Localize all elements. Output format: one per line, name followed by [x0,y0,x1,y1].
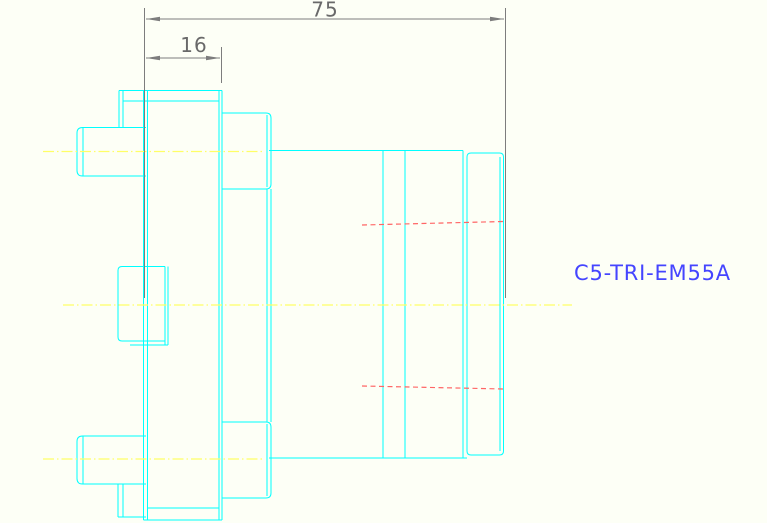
centerlines [43,150,572,460]
lens-barrel [266,150,504,459]
lower-boss-outline [222,421,272,499]
dimension-16: 16 [146,33,222,83]
front-cap-outline [466,152,504,456]
dimension-16-value: 16 [180,33,207,57]
bottom-tab [117,484,146,518]
top-tab [118,90,124,128]
middle-tab-outline [117,266,165,342]
hidden-thread-lines [361,220,505,390]
middle-tab [117,266,169,346]
part-number-label: C5-TRI-EM55A [574,261,731,285]
upper-thread-line [361,220,505,226]
lower-thread-line [361,385,505,390]
bottom-screw-outline [76,435,146,485]
arrowhead-left-icon [146,55,160,61]
dimension-75: 75 [144,0,506,298]
arrowhead-right-icon [206,55,220,61]
bottom-mounting-screw [76,435,146,485]
arrowhead-right-icon [490,16,504,22]
dimension-75-value: 75 [311,0,338,22]
arrowhead-left-icon [146,16,160,22]
lower-boss [222,421,272,499]
